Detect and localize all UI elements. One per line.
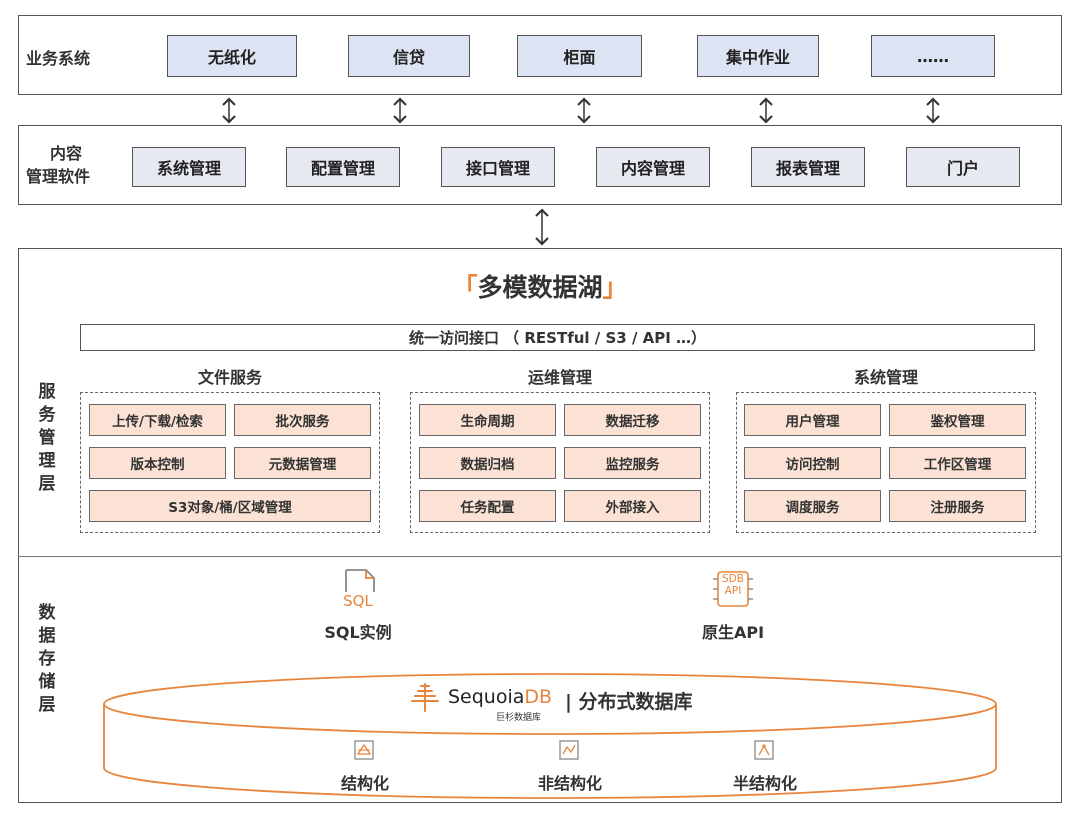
ops-mgmt-title: 运维管理 xyxy=(527,368,592,387)
software-item-portal: 门户 xyxy=(906,147,1020,187)
storage-layer-label: 数 据 存 储 层 xyxy=(38,603,56,715)
file-service-title: 文件服务 xyxy=(197,368,262,387)
data-lake-title: 「多模数据湖」 xyxy=(0,268,1080,304)
unstructured-label: 非结构化 xyxy=(537,774,602,793)
software-item-content-mgmt: 内容管理 xyxy=(596,147,710,187)
software-item-report-mgmt: 报表管理 xyxy=(751,147,865,187)
software-item-system-mgmt: 系统管理 xyxy=(132,147,246,187)
system-mgmt-group xyxy=(736,392,1036,533)
unified-interface-bar: 统一访问接口 （ RESTful / S3 / API …） xyxy=(80,324,1035,351)
database-cylinder xyxy=(103,673,997,799)
file-service-group xyxy=(80,392,380,533)
svc-lifecycle: 生命周期 xyxy=(419,404,556,436)
svc-external-access: 外部接入 xyxy=(564,490,701,522)
structured-label: 结构化 xyxy=(340,774,389,793)
service-layer-label: 服 务 管 理 层 xyxy=(38,382,56,494)
unified-interface-text: 统一访问接口 （ RESTful / S3 / API …） xyxy=(408,329,707,347)
semistructured-label: 半结构化 xyxy=(732,774,797,793)
svc-metadata-mgmt: 元数据管理 xyxy=(234,447,371,479)
ops-mgmt-group xyxy=(410,392,710,533)
svc-batch-service: 批次服务 xyxy=(234,404,371,436)
native-api-label: 原生API xyxy=(701,623,765,642)
svc-upload-download-search: 上传/下载/检索 xyxy=(89,404,226,436)
sequoiadb-logo-text: SequoiaDB xyxy=(448,686,553,708)
distributed-db-label: | 分布式数据库 xyxy=(565,691,693,713)
biz-item-centralized-ops: 集中作业 xyxy=(697,35,819,77)
svc-user-mgmt: 用户管理 xyxy=(744,404,881,436)
software-item-interface-mgmt: 接口管理 xyxy=(441,147,555,187)
svc-data-migration: 数据迁移 xyxy=(564,404,701,436)
svc-task-config: 任务配置 xyxy=(419,490,556,522)
svc-version-control: 版本控制 xyxy=(89,447,226,479)
software-item-config-mgmt: 配置管理 xyxy=(286,147,400,187)
unstructured-data-icon xyxy=(559,740,579,760)
sql-instance-label: SQL实例 xyxy=(324,623,392,642)
structured-data-icon xyxy=(354,740,374,760)
svc-auth-mgmt: 鉴权管理 xyxy=(889,404,1026,436)
svc-data-archive: 数据归档 xyxy=(419,447,556,479)
biz-item-counter: 柜面 xyxy=(517,35,642,77)
sql-file-icon xyxy=(345,569,375,592)
svc-registry: 注册服务 xyxy=(889,490,1026,522)
sql-icon-text: SQL xyxy=(343,592,373,610)
semistructured-data-icon xyxy=(754,740,774,760)
svc-s3-object-bucket-region: S3对象/桶/区域管理 xyxy=(89,490,371,522)
title-text: 多模数据湖 xyxy=(477,273,603,302)
sequoiadb-logo-icon xyxy=(411,683,439,712)
title-bracket-right: 」 xyxy=(602,273,628,302)
svc-access-control: 访问控制 xyxy=(744,447,881,479)
biz-item-more: …… xyxy=(871,35,995,77)
content-software-label-line1: 内容 xyxy=(50,144,83,163)
title-bracket-left: 「 xyxy=(452,273,478,302)
business-systems-label: 业务系统 xyxy=(26,49,91,68)
sequoiadb-logo-subtitle: 巨杉数据库 xyxy=(496,713,542,723)
content-software-label-line2: 管理软件 xyxy=(26,167,91,186)
sdb-api-chip-icon xyxy=(713,571,753,607)
svc-monitoring: 监控服务 xyxy=(564,447,701,479)
biz-item-paperless: 无纸化 xyxy=(167,35,297,77)
biz-item-credit: 信贷 xyxy=(348,35,470,77)
svc-workspace-mgmt: 工作区管理 xyxy=(889,447,1026,479)
svc-scheduling: 调度服务 xyxy=(744,490,881,522)
layer-divider xyxy=(18,556,1062,557)
system-mgmt-title: 系统管理 xyxy=(853,368,918,387)
sdb-icon-text: SDB API xyxy=(722,573,744,597)
